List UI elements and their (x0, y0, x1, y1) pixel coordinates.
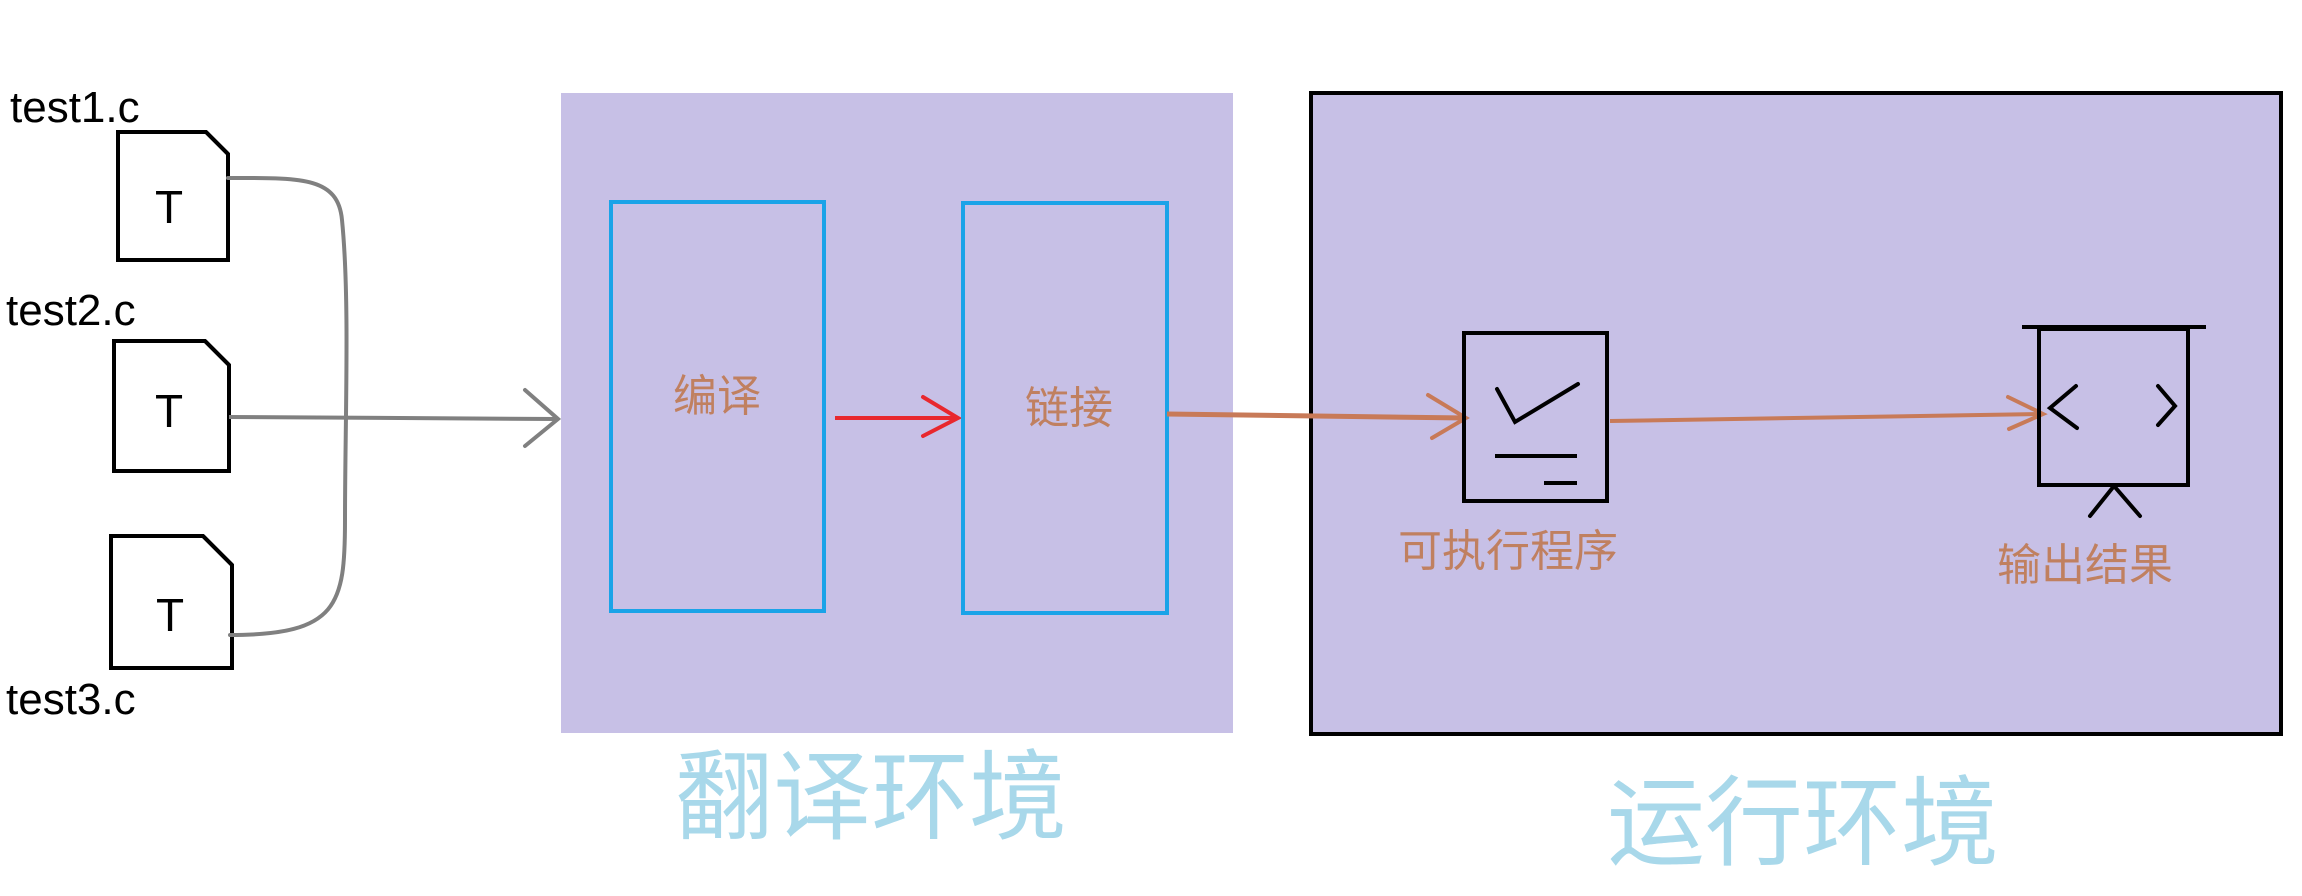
text-file-icon (116, 130, 230, 262)
files-merge-connector (226, 175, 349, 637)
file-letter: T (155, 385, 183, 437)
translation-env-label: 翻译环境 (675, 741, 1067, 855)
compile-step-box (609, 200, 826, 613)
file-icon-test3: T (109, 534, 234, 670)
arrowhead-icon (523, 388, 562, 448)
file-letter: T (156, 589, 184, 641)
text-file-icon (109, 534, 234, 670)
arrowhead-icon (921, 395, 963, 438)
file-label-test3: test3.c (6, 675, 136, 724)
link-step-label: 链接 (1025, 383, 1113, 434)
link-to-executable-arrow (1166, 411, 1467, 421)
runtime-env-panel (1309, 91, 2283, 736)
translation-env-panel (561, 93, 1233, 733)
file-icon-test1: T (116, 130, 230, 262)
output-result-label: 输出结果 (1997, 540, 2173, 591)
file-label-test2: test2.c (6, 286, 136, 335)
output-display-icon (2022, 325, 2206, 518)
file-icon-test2: T (112, 339, 231, 473)
file-letter: T (155, 181, 183, 233)
compile-step-label: 编译 (673, 371, 761, 422)
file-label-test1: test1.c (10, 83, 140, 132)
runtime-env-label: 运行环境 (1607, 767, 1999, 881)
executable-program-label: 可执行程序 (1398, 526, 1618, 577)
executable-program-icon (1462, 331, 1609, 503)
arrowhead-icon (2006, 395, 2048, 431)
files-to-translation-arrow (228, 415, 559, 421)
link-step-box (961, 201, 1169, 615)
executable-to-output-arrow (1609, 412, 2044, 423)
